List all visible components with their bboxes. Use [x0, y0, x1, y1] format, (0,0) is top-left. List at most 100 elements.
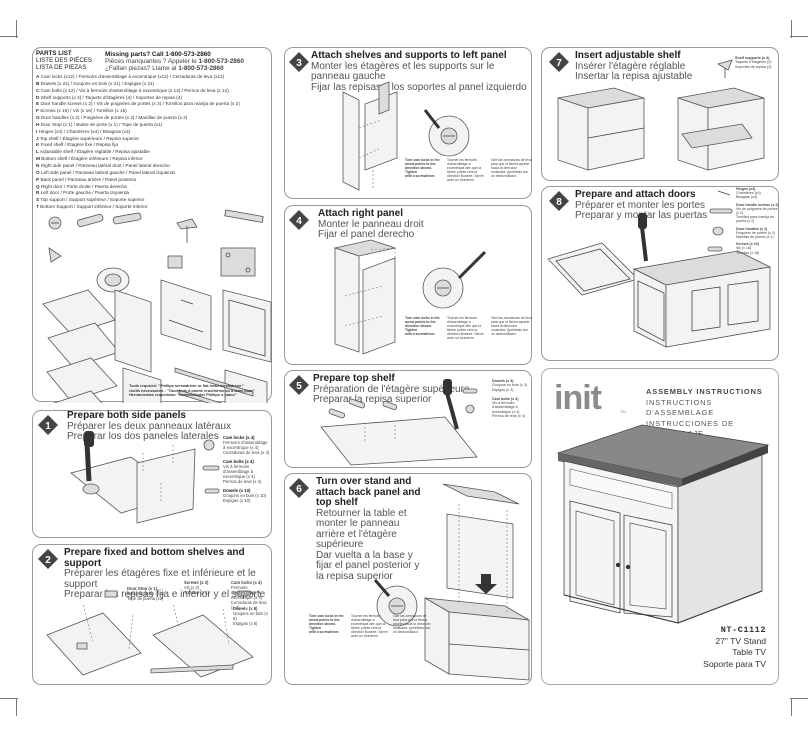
crop-mark	[790, 698, 808, 699]
parts-items-list: A Cam locks (x12) / Fermoirs d'assemblag…	[36, 74, 240, 211]
missing-parts-es-phone[interactable]: 1-800-573-2860	[178, 65, 224, 72]
step-1-illustration	[70, 431, 220, 524]
step8-hinges-fr: Charnières (x4)	[736, 191, 761, 196]
step7-shelf-supports-fr: Taquets d'étagères (4)	[735, 60, 772, 65]
step-1-heading: Prepare both side panels Préparer les de…	[67, 410, 231, 443]
step-3-title-fr: Monter les étagères et les supports sur …	[311, 60, 495, 82]
part-letter: J	[36, 135, 39, 141]
step8-hinges: Hinges (x4)	[736, 187, 756, 191]
tools-fr: Outils nécessaires : "Tournevis à pointe…	[129, 387, 256, 393]
part-letter: K	[36, 142, 40, 148]
part-letter: O	[36, 169, 40, 175]
step-2-legend-screws: Screws (x 2) Vis (x 2) Tornillos (x 2)	[184, 580, 209, 595]
part-letter: R	[36, 190, 40, 196]
step3-note-line-2: arrow points to the	[405, 162, 436, 167]
parts-list-item: D Shelf supports (x 4) / Taquets d'étagè…	[36, 94, 182, 100]
svg-text:6: 6	[296, 484, 302, 495]
part-letter: A	[36, 74, 40, 79]
step-6-heading: Turn over stand and attach back panel an…	[316, 476, 428, 582]
step-2-legend-cam-locks: Cam locks (x 4) Fermoirs d'assemblage à …	[231, 580, 271, 610]
step-4-panel: 4 Attach right panel Monter le panneau d…	[284, 205, 532, 365]
step-2-number: 2	[37, 548, 59, 570]
svg-text:3: 3	[296, 58, 302, 69]
trademark: TM	[620, 409, 626, 414]
step-3-title-es: Fijar las repisas y los soportes al pane…	[311, 81, 527, 93]
crop-mark	[791, 698, 792, 716]
step5-dowels: Dowels (x 3)	[492, 379, 514, 383]
init-logo: init	[554, 379, 602, 417]
step8-screws: Screws (x 16)	[736, 242, 759, 247]
step-4-heading: Attach right panel Monter le panneau dro…	[318, 208, 424, 241]
step-5-panel: 5 Prepare top shelf Préparation de l'éta…	[284, 370, 532, 468]
step2-door-stop-es: Tope de puerta (x1)	[127, 596, 164, 601]
parts-list-title-es: LISTA DE PIEZAS	[36, 63, 87, 71]
tools-en: Tools required: "Phillips screwdriver or…	[129, 383, 244, 388]
step6-note-line-4: with a screwdriver.	[309, 630, 340, 635]
part-letter: P	[36, 176, 40, 182]
step2-screws-fr: Vis (x 2)	[184, 585, 200, 590]
step-7-illustration	[557, 59, 765, 171]
step3-note-fr: Tourner les fermoirs d'assemblage à exce…	[447, 158, 484, 183]
step-7-title-en: Insert adjustable shelf	[575, 50, 681, 61]
step-2-title-en: Prepare fixed and bottom shelves and sup…	[64, 547, 245, 569]
step6-note-fr: Tourner les fermoirs d'assemblage à exce…	[351, 614, 388, 639]
step-5-title-es: Preparar la repisa superior	[313, 394, 432, 405]
parts-list-item: O Left side panel / Panneau latéral gauc…	[36, 169, 176, 175]
step-6-illustration	[373, 483, 530, 681]
parts-list-panel: PARTS LIST LISTE DES PIÈCES LISTA DE PIE…	[32, 47, 272, 403]
step-1-legend: Cam locks (x 4) Fermoirs d'assemblage à …	[223, 435, 271, 503]
step8-screws-es: Tornillos (x 16)	[736, 250, 760, 255]
step5-dowels-fr: Goujons en bois (x 3)	[492, 383, 528, 388]
step-8-number: 8	[548, 190, 570, 212]
step8-handle-screws: Door handle screws (x 2)	[736, 202, 779, 207]
step-6-title-en: Turn over stand and attach back panel an…	[316, 476, 421, 508]
step1-cam-bolts: Cam bolts (x 4)	[223, 459, 254, 464]
step6-note-line-3: direction shown. Tighten	[309, 622, 336, 631]
parts-illustration	[42, 209, 272, 403]
step-2-panel: 2 Prepare fixed and bottom shelves and s…	[32, 544, 272, 685]
step8-handle-screws-fr: Vis de poignées de portes (x 2)	[736, 206, 778, 216]
parts-list-item: R Left door / Porte gauche / Puerta izqu…	[36, 190, 130, 196]
step-6-title-es: Dar vuelta a la base y fijar el panel po…	[316, 549, 420, 582]
tools-required: Tools required: "Phillips screwdriver or…	[129, 383, 256, 398]
missing-parts-fr: Pièces manquantes ? Appeler le	[105, 58, 197, 65]
step-3-number: 3	[288, 51, 310, 73]
step-5-title-en: Prepare top shelf	[313, 373, 395, 384]
step-1-title-es: Preparar los dos paneles laterales	[67, 431, 219, 442]
missing-parts-en-phone[interactable]: 1-800-573-2860	[165, 51, 211, 58]
part-letter: Q	[36, 183, 40, 189]
step8-door-handles: Door handles (x 2)	[736, 226, 768, 231]
step-5-heading: Prepare top shelf Préparation de l'étagè…	[313, 373, 470, 406]
parts-list-item: T Bottom Support / Support inférieur / S…	[36, 204, 148, 210]
step4-note-line-3: direction shown. Tighten	[405, 324, 432, 333]
step2-cam-locks-fr: Fermoirs d'assemblage à excentrique (x 4…	[231, 585, 263, 600]
svg-text:2: 2	[45, 555, 51, 566]
step-3-title-en: Attach shelves and supports to left pane…	[311, 50, 507, 61]
missing-parts-block: Missing parts? Call 1-800-573-2860 Pièce…	[105, 51, 244, 72]
step-2-heading: Prepare fixed and bottom shelves and sup…	[64, 547, 271, 601]
product-name-es: Soporte para TV	[703, 658, 766, 669]
step2-cam-locks-es: Cerraduras de leva (x 4)	[231, 600, 267, 610]
step-5-illustration	[320, 379, 478, 466]
part-letter: M	[36, 156, 40, 162]
crop-mark	[791, 20, 792, 38]
parts-list-item: G Door handles (x 2) / Poignées de porte…	[36, 115, 188, 121]
parts-list-titles: PARTS LIST LISTE DES PIÈCES LISTA DE PIE…	[36, 50, 92, 71]
step-2-illustration	[46, 590, 254, 678]
step3-note-es: Gire las cerraduras de leva para que la …	[491, 158, 532, 179]
step-6-number: 6	[288, 477, 310, 499]
crop-mark	[790, 36, 808, 37]
step2-dowels-es: Espigas (x 8)	[233, 621, 258, 626]
step6-note-line-1: Turn cam locks in the	[309, 614, 344, 618]
part-letter: F	[36, 108, 39, 114]
step1-cam-locks-es: Cerraduras de leva (x 4)	[223, 450, 270, 455]
step-8-panel: 8 Prepare and attach doors Préparer et m…	[541, 186, 779, 361]
step-5-title-fr: Préparation de l'étagère supérieure	[313, 383, 470, 395]
step1-cam-bolts-fr: Vis à fermoirs d'assemblage à excentriqu…	[223, 464, 256, 479]
step-7-number: 7	[548, 51, 570, 73]
missing-parts-fr-phone[interactable]: 1-800-573-2860	[198, 58, 244, 65]
step3-note-line-4: with a screwdriver.	[405, 174, 436, 179]
step-3-heading: Attach shelves and supports to left pane…	[311, 50, 531, 93]
